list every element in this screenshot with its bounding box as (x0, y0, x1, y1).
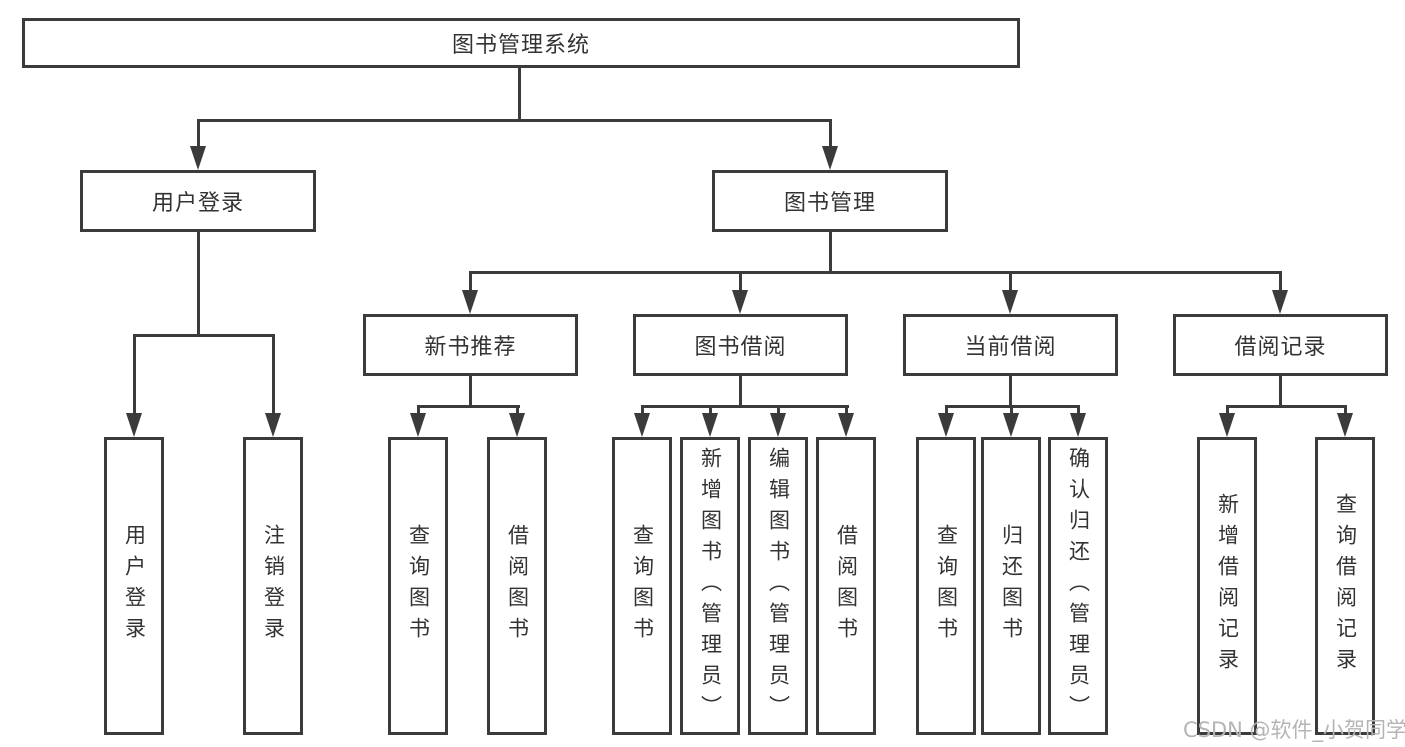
arrow-down-icon (190, 146, 206, 170)
arrow-down-icon (265, 413, 281, 437)
node-book-borrowing-label: 图书借阅 (694, 335, 787, 360)
connector-line (1344, 405, 1347, 417)
node-root: 图书管理系统 (22, 18, 1020, 68)
connector-line (197, 119, 832, 122)
node-book-management-label: 图书管理 (783, 191, 876, 216)
watermark: CSDN @软件_小贺同学 (1183, 718, 1405, 742)
node-current-borrowing: 当前借阅 (903, 314, 1118, 376)
connector-line (1077, 405, 1080, 417)
leaf-query-books-1-label: 查询图书 (406, 524, 431, 648)
leaf-add-borrow-record-label: 新增借阅记录 (1215, 493, 1240, 679)
connector-line (516, 405, 519, 417)
leaf-query-books-3-label: 查询图书 (934, 524, 959, 648)
leaf-query-books-2: 查询图书 (612, 437, 672, 735)
connector-line (739, 271, 742, 293)
connector-line (469, 271, 1282, 274)
connector-line (945, 405, 948, 417)
connector-line (197, 119, 200, 149)
arrow-down-icon (1003, 413, 1019, 437)
connector-line (133, 334, 136, 416)
connector-line (417, 405, 420, 417)
arrow-down-icon (822, 146, 838, 170)
node-user-login-label: 用户登录 (151, 191, 244, 216)
connector-line (1010, 405, 1013, 417)
leaf-return-books-label: 归还图书 (999, 524, 1024, 648)
leaf-add-borrow-record: 新增借阅记录 (1197, 437, 1257, 735)
leaf-borrow-books-2-label: 借阅图书 (834, 524, 859, 648)
leaf-logout-label: 注销登录 (261, 524, 286, 648)
arrow-down-icon (509, 413, 525, 437)
arrow-down-icon (1272, 290, 1288, 314)
leaf-query-books-2-label: 查询图书 (630, 524, 655, 648)
arrow-down-icon (1337, 413, 1353, 437)
arrow-down-icon (938, 413, 954, 437)
leaf-query-borrow-record: 查询借阅记录 (1315, 437, 1375, 735)
connector-line (845, 405, 848, 417)
node-book-management: 图书管理 (712, 170, 948, 232)
arrow-down-icon (462, 290, 478, 314)
leaf-logout: 注销登录 (243, 437, 303, 735)
node-user-login: 用户登录 (80, 170, 316, 232)
node-root-label: 图书管理系统 (451, 33, 590, 58)
leaf-edit-books-admin: 编辑图书（管理员） (748, 437, 808, 735)
leaf-confirm-return-admin: 确认归还（管理员） (1048, 437, 1108, 735)
node-new-book-recommend: 新书推荐 (363, 314, 578, 376)
node-borrow-records-label: 借阅记录 (1234, 335, 1327, 360)
leaf-borrow-books-2: 借阅图书 (816, 437, 876, 735)
arrow-down-icon (732, 290, 748, 314)
arrow-down-icon (838, 413, 854, 437)
connector-line (829, 119, 832, 149)
arrow-down-icon (1070, 413, 1086, 437)
connector-line (1226, 405, 1347, 408)
node-borrow-records: 借阅记录 (1173, 314, 1388, 376)
leaf-return-books: 归还图书 (981, 437, 1041, 735)
arrow-down-icon (770, 413, 786, 437)
leaf-query-books-3: 查询图书 (916, 437, 976, 735)
arrow-down-icon (702, 413, 718, 437)
connector-line (197, 232, 200, 337)
connector-line (417, 405, 520, 408)
arrow-down-icon (410, 413, 426, 437)
connector-line (739, 376, 742, 408)
connector-line (1279, 376, 1282, 408)
leaf-borrow-books-1: 借阅图书 (487, 437, 547, 735)
leaf-user-login-label: 用户登录 (122, 524, 147, 648)
node-current-borrowing-label: 当前借阅 (964, 335, 1057, 360)
connector-line (133, 334, 275, 337)
leaf-query-books-1: 查询图书 (388, 437, 448, 735)
arrow-down-icon (1002, 290, 1018, 314)
connector-line (1279, 271, 1282, 293)
connector-line (1226, 405, 1229, 417)
leaf-borrow-books-1-label: 借阅图书 (505, 524, 530, 648)
connector-line (272, 334, 275, 416)
node-book-borrowing: 图书借阅 (633, 314, 848, 376)
leaf-query-borrow-record-label: 查询借阅记录 (1333, 493, 1358, 679)
leaf-edit-books-admin-label: 编辑图书（管理员） (766, 446, 791, 726)
arrow-down-icon (1219, 413, 1235, 437)
arrow-down-icon (634, 413, 650, 437)
node-new-book-recommend-label: 新书推荐 (424, 335, 517, 360)
connector-line (469, 376, 472, 408)
leaf-confirm-return-admin-label: 确认归还（管理员） (1066, 446, 1091, 726)
connector-line (518, 68, 521, 122)
connector-line (1009, 271, 1012, 293)
arrow-down-icon (126, 413, 142, 437)
connector-line (709, 405, 712, 417)
leaf-user-login: 用户登录 (104, 437, 164, 735)
connector-line (641, 405, 644, 417)
connector-line (641, 405, 849, 408)
leaf-add-books-admin-label: 新增图书（管理员） (698, 446, 723, 726)
connector-line (777, 405, 780, 417)
connector-line (1009, 376, 1012, 408)
connector-line (469, 271, 472, 293)
leaf-add-books-admin: 新增图书（管理员） (680, 437, 740, 735)
connector-line (829, 232, 832, 274)
